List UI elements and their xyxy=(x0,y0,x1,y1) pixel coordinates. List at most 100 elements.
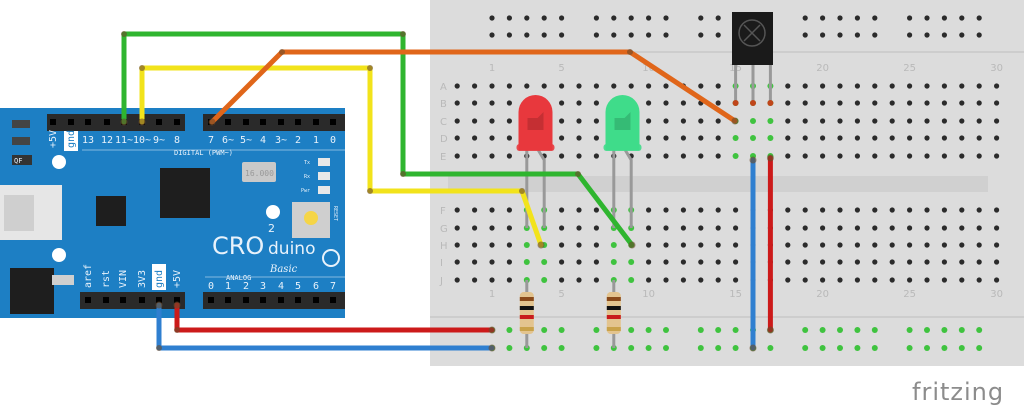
header-pin[interactable] xyxy=(278,119,284,125)
header-pin[interactable] xyxy=(174,297,180,303)
rail-hole[interactable] xyxy=(837,32,843,38)
rail-hole[interactable] xyxy=(872,15,878,21)
breadboard-hole[interactable] xyxy=(523,259,530,265)
breadboard-hole[interactable] xyxy=(976,83,982,89)
breadboard-hole[interactable] xyxy=(872,135,878,141)
breadboard-hole[interactable] xyxy=(785,118,791,124)
breadboard-hole[interactable] xyxy=(472,207,478,213)
breadboard-hole[interactable] xyxy=(576,225,582,231)
breadboard-hole[interactable] xyxy=(924,135,930,141)
breadboard-hole[interactable] xyxy=(454,135,460,141)
rail-hole[interactable] xyxy=(558,327,565,333)
breadboard-hole[interactable] xyxy=(872,225,878,231)
breadboard-hole[interactable] xyxy=(785,153,791,159)
rail-hole[interactable] xyxy=(959,15,965,21)
breadboard-hole[interactable] xyxy=(924,225,930,231)
header-pin[interactable] xyxy=(103,297,109,303)
breadboard-hole[interactable] xyxy=(489,207,495,213)
breadboard-hole[interactable] xyxy=(994,83,1000,89)
breadboard-hole[interactable] xyxy=(698,83,704,89)
rail-hole[interactable] xyxy=(663,345,669,351)
header-pin[interactable] xyxy=(278,297,284,303)
rail-hole[interactable] xyxy=(698,32,704,38)
breadboard-hole[interactable] xyxy=(854,207,861,213)
breadboard-hole[interactable] xyxy=(994,100,1000,106)
breadboard-hole[interactable] xyxy=(854,259,861,265)
breadboard-hole[interactable] xyxy=(976,242,982,248)
breadboard-hole[interactable] xyxy=(872,207,878,213)
breadboard-hole[interactable] xyxy=(715,259,721,265)
breadboard-hole[interactable] xyxy=(646,242,652,248)
rail-hole[interactable] xyxy=(802,15,808,21)
breadboard-hole[interactable] xyxy=(454,242,460,248)
breadboard-hole[interactable] xyxy=(680,100,687,106)
breadboard-hole[interactable] xyxy=(785,225,791,231)
breadboard-hole[interactable] xyxy=(959,153,965,159)
breadboard-hole[interactable] xyxy=(715,135,721,141)
rail-hole[interactable] xyxy=(941,327,948,333)
breadboard-hole[interactable] xyxy=(472,83,478,89)
breadboard-hole[interactable] xyxy=(523,242,530,248)
rail-hole[interactable] xyxy=(976,32,982,38)
blue-wire-sensor[interactable] xyxy=(749,156,757,352)
rail-hole[interactable] xyxy=(959,32,965,38)
breadboard-hole[interactable] xyxy=(802,207,808,213)
header-pin[interactable] xyxy=(243,119,249,125)
breadboard-hole[interactable] xyxy=(663,83,669,89)
breadboard-hole[interactable] xyxy=(994,135,1000,141)
breadboard-hole[interactable] xyxy=(576,118,582,124)
breadboard-hole[interactable] xyxy=(959,135,965,141)
breadboard-hole[interactable] xyxy=(715,153,721,159)
breadboard-hole[interactable] xyxy=(698,153,704,159)
breadboard-hole[interactable] xyxy=(472,242,478,248)
breadboard-hole[interactable] xyxy=(872,100,878,106)
breadboard-hole[interactable] xyxy=(593,100,600,106)
rail-hole[interactable] xyxy=(541,345,548,351)
rail-hole[interactable] xyxy=(958,345,965,351)
breadboard-hole[interactable] xyxy=(680,242,687,248)
breadboard-hole[interactable] xyxy=(715,242,721,248)
rail-hole[interactable] xyxy=(645,327,652,333)
breadboard-hole[interactable] xyxy=(559,153,565,159)
breadboard-hole[interactable] xyxy=(907,83,913,89)
resistor[interactable] xyxy=(519,280,534,348)
breadboard-hole[interactable] xyxy=(802,277,808,283)
rail-hole[interactable] xyxy=(837,327,843,333)
breadboard-hole[interactable] xyxy=(802,153,808,159)
breadboard-hole[interactable] xyxy=(593,242,600,248)
rail-hole[interactable] xyxy=(819,327,826,333)
rail-hole[interactable] xyxy=(837,15,843,21)
breadboard-hole[interactable] xyxy=(593,277,600,283)
rail-hole[interactable] xyxy=(854,327,861,333)
rail-hole[interactable] xyxy=(872,32,878,38)
breadboard-hole[interactable] xyxy=(489,118,495,124)
rail-hole[interactable] xyxy=(924,327,930,333)
breadboard-hole[interactable] xyxy=(924,118,930,124)
breadboard-hole[interactable] xyxy=(506,207,512,213)
breadboard-hole[interactable] xyxy=(767,118,774,124)
breadboard-hole[interactable] xyxy=(889,100,895,106)
breadboard-hole[interactable] xyxy=(907,259,913,265)
breadboard-hole[interactable] xyxy=(889,225,895,231)
breadboard-hole[interactable] xyxy=(837,225,843,231)
breadboard-hole[interactable] xyxy=(941,259,948,265)
rail-hole[interactable] xyxy=(506,32,512,38)
breadboard-hole[interactable] xyxy=(506,118,512,124)
breadboard-hole[interactable] xyxy=(733,277,739,283)
breadboard-hole[interactable] xyxy=(976,135,982,141)
breadboard-hole[interactable] xyxy=(802,118,808,124)
breadboard-hole[interactable] xyxy=(559,207,565,213)
breadboard-hole[interactable] xyxy=(559,83,565,89)
rail-hole[interactable] xyxy=(715,15,721,21)
breadboard-hole[interactable] xyxy=(506,83,512,89)
breadboard-hole[interactable] xyxy=(994,259,1000,265)
breadboard-hole[interactable] xyxy=(454,118,460,124)
breadboard-hole[interactable] xyxy=(837,83,843,89)
breadboard-hole[interactable] xyxy=(698,207,704,213)
breadboard-hole[interactable] xyxy=(715,225,721,231)
red-led[interactable] xyxy=(516,95,555,228)
breadboard-hole[interactable] xyxy=(489,100,495,106)
breadboard-hole[interactable] xyxy=(576,153,582,159)
breadboard-hole[interactable] xyxy=(959,83,965,89)
breadboard-hole[interactable] xyxy=(994,207,1000,213)
